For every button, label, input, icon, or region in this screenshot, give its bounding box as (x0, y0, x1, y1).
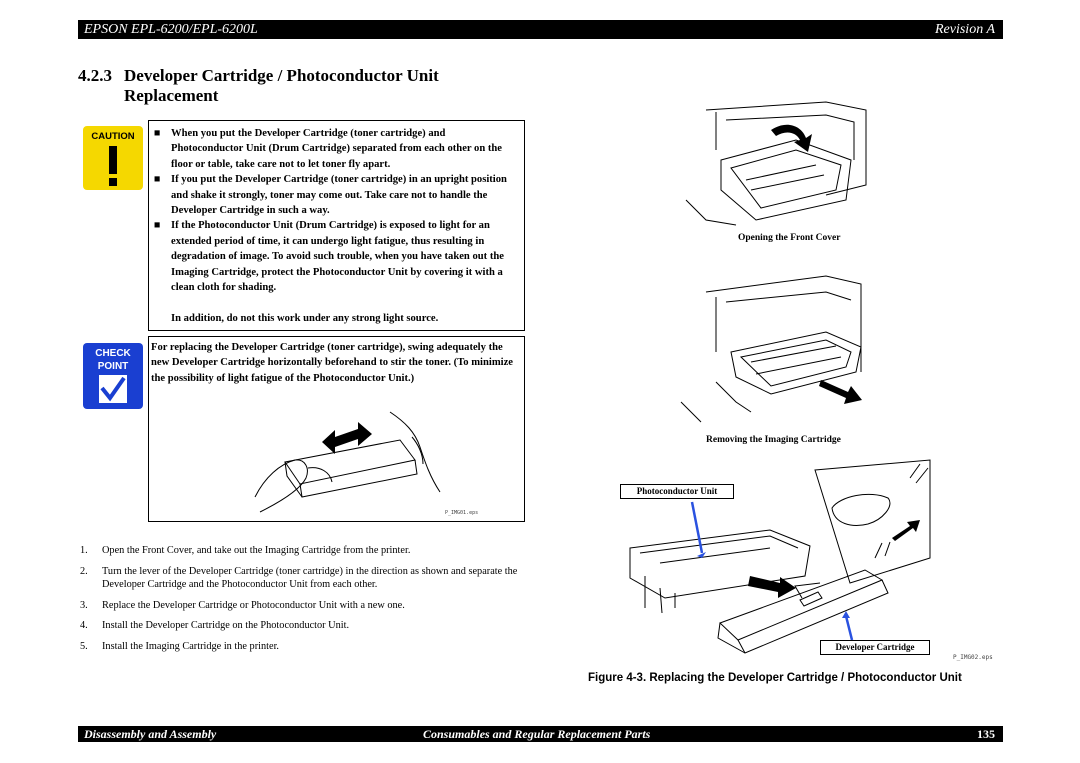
header-model: EPSON EPL-6200/EPL-6200L (84, 22, 258, 37)
caution-item: ■ When you put the Developer Cartridge (t… (154, 126, 519, 172)
caution-icon-label: CAUTION (91, 131, 134, 142)
page-footer: Disassembly and Assembly Consumables and… (78, 726, 1003, 742)
page-header: EPSON EPL-6200/EPL-6200L Revision A (78, 20, 1003, 39)
caption-opening-front-cover: Opening the Front Cover (738, 233, 841, 243)
bullet-icon: ■ (154, 220, 161, 232)
check-point-box (148, 336, 525, 522)
caution-text: When you put the Developer Cartridge (to… (171, 128, 503, 170)
footer-chapter: Disassembly and Assembly (84, 727, 217, 741)
caution-icon: CAUTION (83, 126, 143, 190)
caution-box (148, 120, 525, 331)
step-text: Turn the lever of the Developer Cartridg… (102, 565, 518, 591)
step-number: 4. (80, 620, 88, 631)
step-item: 1. Open the Front Cover, and take out the… (78, 544, 528, 558)
check-icon-line2: POINT (98, 361, 129, 372)
section-title-line2: Replacement (124, 86, 219, 105)
label-photoconductor-unit: Photoconductor Unit (620, 484, 734, 499)
check-icon-line1: CHECK (95, 348, 131, 359)
caution-extra-note: In addition, do not this work under any … (171, 313, 439, 324)
step-text: Replace the Developer Cartridge or Photo… (102, 599, 405, 611)
step-number: 3. (80, 599, 88, 611)
step-text: Install the Developer Cartridge on the P… (102, 620, 350, 631)
caution-item: ■ If the Photoconductor Unit (Drum Cartri… (154, 218, 519, 295)
check-point-icon: CHECK POINT (83, 343, 143, 409)
step-item: 2. Turn the lever of the Developer Cartri… (78, 565, 528, 592)
bullet-icon: ■ (154, 128, 161, 139)
section-number: 4.2.3 (78, 66, 112, 85)
section-title-line1: Developer Cartridge / Photoconductor Uni… (124, 66, 439, 85)
step-item: 5. Install the Imaging Cartridge in the p… (78, 640, 528, 654)
bullet-icon: ■ (154, 174, 161, 186)
step-text: Open the Front Cover, and take out the I… (102, 545, 411, 556)
section-title: 4.2.3 Developer Cartridge / Photoconducto… (78, 66, 439, 106)
procedure-steps: 1. Open the Front Cover, and take out the… (78, 544, 528, 660)
removing-imaging-cartridge-illustration (680, 275, 862, 423)
separating-cartridge-illustration (629, 459, 931, 654)
shake-illus-file: P_IMG01.eps (445, 510, 478, 516)
step-number: 5. (80, 640, 88, 652)
step-item: 3. Replace the Developer Cartridge or Pho… (78, 599, 528, 613)
footer-section: Consumables and Regular Replacement Part… (423, 727, 651, 741)
caution-text: If the Photoconductor Unit (Drum Cartrid… (171, 220, 504, 294)
figure-caption: Figure 4-3. Replacing the Developer Cart… (588, 672, 962, 684)
page-number: 135 (977, 727, 995, 741)
caution-item: ■ If you put the Developer Cartridge (ton… (154, 172, 519, 218)
caption-removing-imaging-cartridge: Removing the Imaging Cartridge (706, 435, 841, 445)
check-point-text: For replacing the Developer Cartridge (t… (151, 342, 514, 384)
header-revision: Revision A (934, 22, 995, 37)
caution-text: If you put the Developer Cartridge (tone… (171, 174, 507, 217)
step-number: 1. (80, 545, 88, 556)
shake-cartridge-illustration: P_IMG01.eps (254, 411, 478, 516)
figure-file-label: P_IMG02.eps (953, 654, 993, 661)
step-number: 2. (80, 565, 88, 577)
step-item: 4. Install the Developer Cartridge on the… (78, 619, 528, 633)
step-text: Install the Imaging Cartridge in the pri… (102, 640, 280, 652)
label-developer-cartridge: Developer Cartridge (820, 640, 930, 655)
opening-front-cover-illustration (685, 101, 867, 226)
caution-list: ■ When you put the Developer Cartridge (t… (154, 126, 519, 295)
